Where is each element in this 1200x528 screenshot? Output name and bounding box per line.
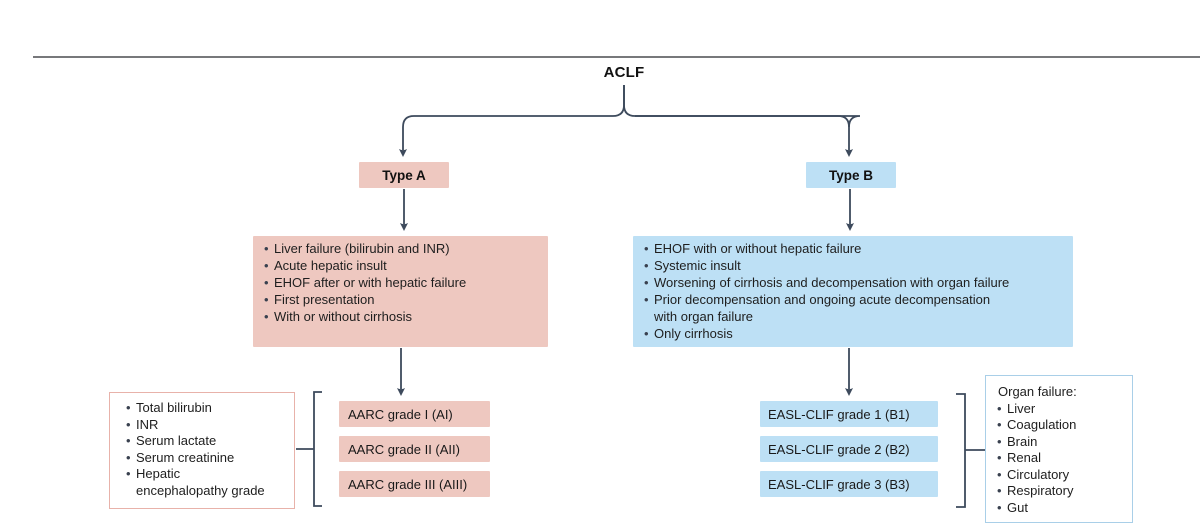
organ-failure-box: Organ failure: Liver Coagulation Brain R…	[985, 375, 1133, 523]
grading-input: Serum lactate	[126, 433, 288, 450]
right-bracket	[956, 393, 966, 508]
organ-failure-item: Brain	[997, 434, 1126, 451]
top-divider-rule	[33, 56, 1200, 58]
type-a-criterion: With or without cirrhosis	[264, 308, 540, 325]
organ-failure-item: Respiratory	[997, 483, 1126, 500]
type-b-criterion: EHOF with or without hepatic failure	[644, 240, 1065, 257]
organ-failure-item: Liver	[997, 401, 1126, 418]
type-b-label-box: Type B	[806, 162, 896, 188]
branch-arrow-to-type-b	[623, 85, 861, 157]
type-b-criteria-list: EHOF with or without hepatic failure Sys…	[644, 240, 1065, 342]
easl-clif-grade-1-box: EASL-CLIF grade 1 (B1)	[760, 401, 938, 427]
grading-input: Hepatic encephalopathy grade	[126, 466, 288, 499]
type-b-criteria-box: EHOF with or without hepatic failure Sys…	[633, 236, 1073, 347]
organ-failure-item: Gut	[997, 500, 1126, 517]
type-b-criterion: Systemic insult	[644, 257, 1065, 274]
aarc-grading-inputs-box: Total bilirubin INR Serum lactate Serum …	[109, 392, 295, 509]
organ-failure-heading: Organ failure:	[998, 384, 1077, 399]
organ-failure-item: Coagulation	[997, 417, 1126, 434]
easl-clif-grade-2-box: EASL-CLIF grade 2 (B2)	[760, 436, 938, 462]
type-a-criterion: Acute hepatic insult	[264, 257, 540, 274]
organ-failure-item: Circulatory	[997, 467, 1126, 484]
organ-failure-list: Liver Coagulation Brain Renal Circulator…	[997, 401, 1126, 517]
easl-clif-grade-3-box: EASL-CLIF grade 3 (B3)	[760, 471, 938, 497]
type-a-criteria-box: Liver failure (bilirubin and INR) Acute …	[253, 236, 548, 347]
type-a-label-box: Type A	[359, 162, 449, 188]
grading-input: INR	[126, 417, 288, 434]
type-a-criterion: First presentation	[264, 291, 540, 308]
left-bracket	[313, 391, 322, 507]
diagram-root-label: ACLF	[603, 64, 645, 81]
type-a-criterion: Liver failure (bilirubin and INR)	[264, 240, 540, 257]
type-b-criterion: Only cirrhosis	[644, 325, 1065, 342]
branch-arrow-to-type-a	[399, 85, 625, 157]
type-b-criterion: Worsening of cirrhosis and decompensatio…	[644, 274, 1065, 291]
aarc-grade-2-box: AARC grade II (AII)	[339, 436, 490, 462]
aarc-grade-3-box: AARC grade III (AIII)	[339, 471, 490, 497]
aarc-grade-1-box: AARC grade I (AI)	[339, 401, 490, 427]
organ-failure-item: Renal	[997, 450, 1126, 467]
type-a-criterion: EHOF after or with hepatic failure	[264, 274, 540, 291]
type-a-criteria-list: Liver failure (bilirubin and INR) Acute …	[264, 240, 540, 325]
aarc-grading-inputs-list: Total bilirubin INR Serum lactate Serum …	[126, 400, 288, 499]
type-b-criterion: Prior decompensation and ongoing acute d…	[644, 291, 1065, 325]
grading-input: Serum creatinine	[126, 450, 288, 467]
grading-input: Total bilirubin	[126, 400, 288, 417]
